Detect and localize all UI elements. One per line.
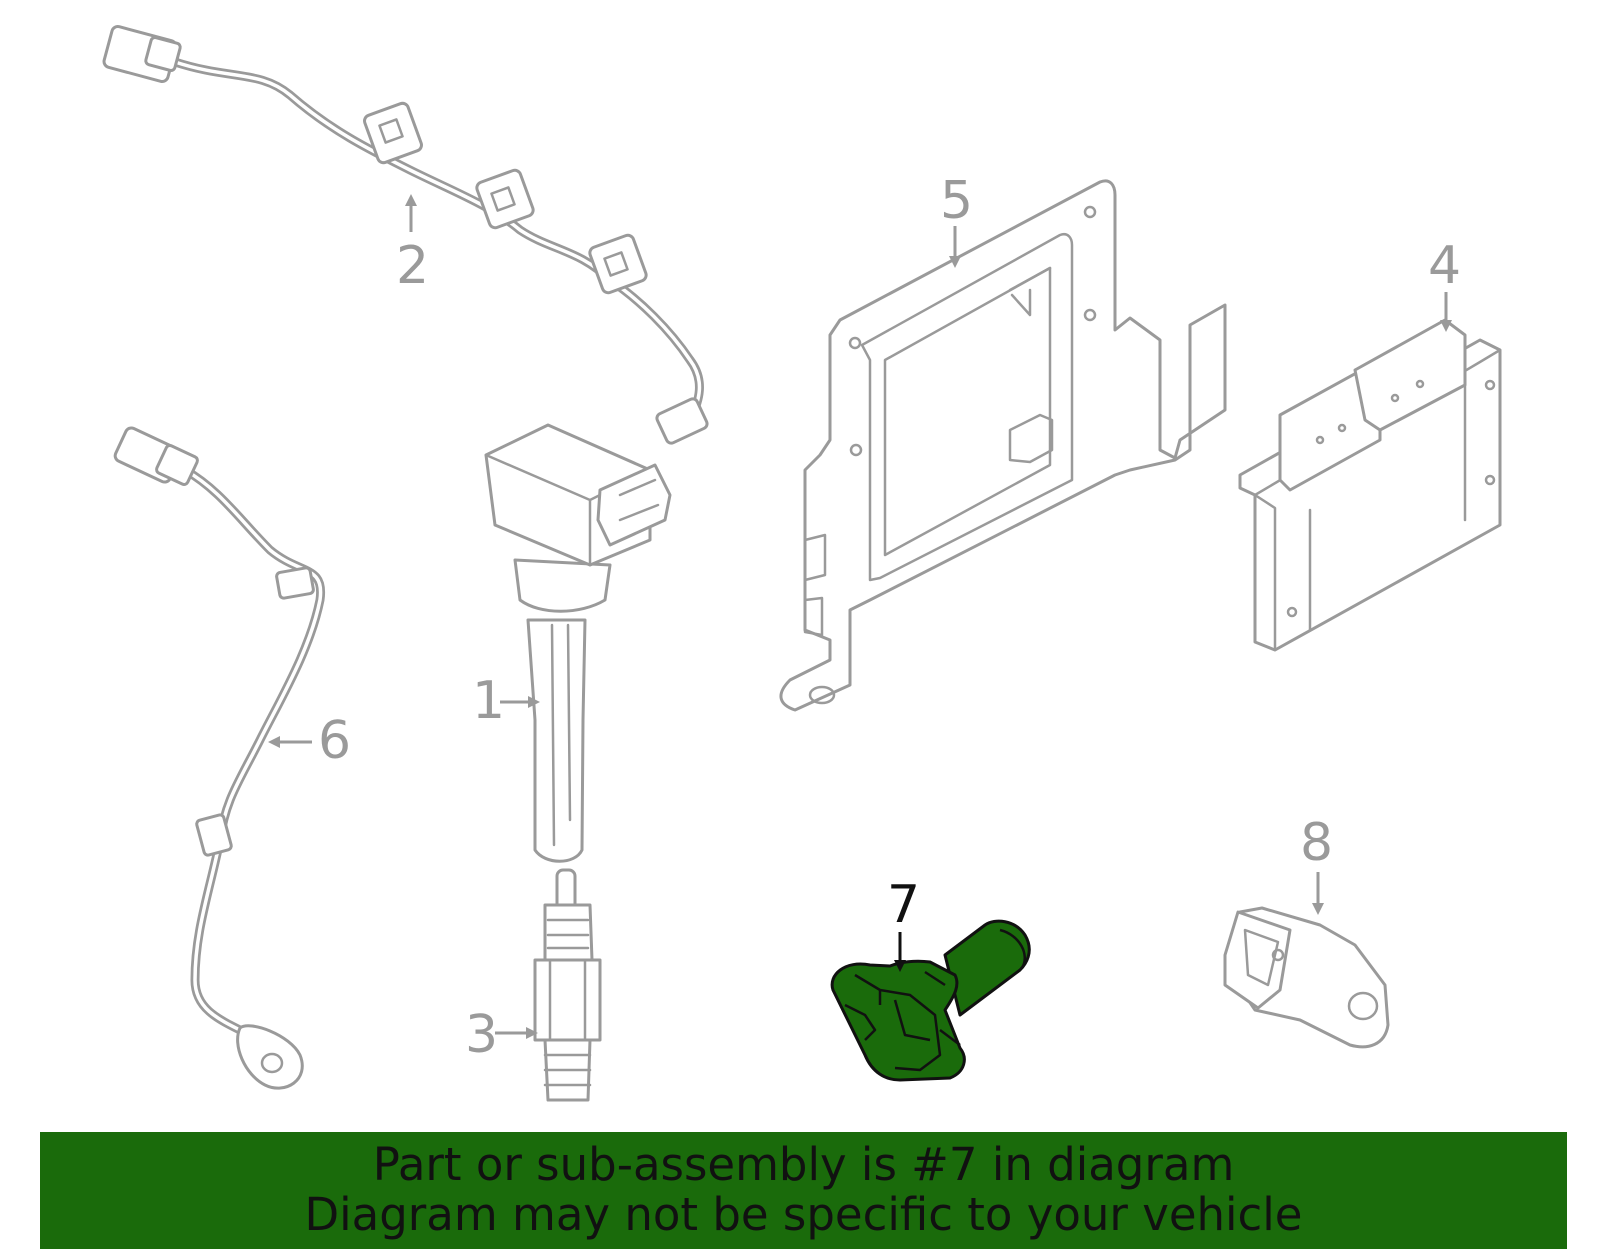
part-1-ignition-coil[interactable]	[484, 423, 672, 863]
part-3-spark-plug[interactable]	[533, 868, 602, 1102]
part-8-sensor[interactable]	[1223, 906, 1390, 1049]
callout-label-2: 2	[396, 236, 429, 296]
callout-label-3: 3	[465, 1005, 498, 1065]
banner-line-disclaimer: Diagram may not be specific to your vehi…	[304, 1188, 1303, 1241]
callout-3[interactable]: 3	[465, 1005, 538, 1065]
callout-1[interactable]: 1	[472, 671, 540, 731]
part-7-highlighted-sensor[interactable]	[830, 919, 1031, 1082]
callout-label-5: 5	[940, 171, 973, 231]
callout-8[interactable]: 8	[1300, 813, 1333, 915]
part-6-knock-sensor[interactable]	[113, 426, 326, 1090]
banner-line-part: Part or sub-assembly is #7 in diagram	[372, 1138, 1235, 1191]
callout-5[interactable]: 5	[940, 171, 973, 268]
callout-label-8: 8	[1300, 813, 1333, 873]
callout-label-1: 1	[472, 671, 505, 731]
callout-4[interactable]: 4	[1428, 236, 1461, 332]
callout-7[interactable]: 7	[887, 875, 920, 972]
callout-label-7: 7	[887, 875, 920, 935]
callout-label-6: 6	[318, 711, 351, 771]
callout-2[interactable]: 2	[396, 194, 429, 296]
callout-label-4: 4	[1428, 236, 1461, 296]
part-5-ecu-bracket[interactable]	[779, 179, 1227, 712]
part-4-ecm[interactable]	[1238, 0, 1502, 652]
part-2-wiring-harness[interactable]	[102, 25, 709, 445]
info-banner: Part or sub-assembly is #7 in diagram Di…	[40, 1132, 1567, 1249]
callout-6[interactable]: 6	[268, 711, 351, 771]
